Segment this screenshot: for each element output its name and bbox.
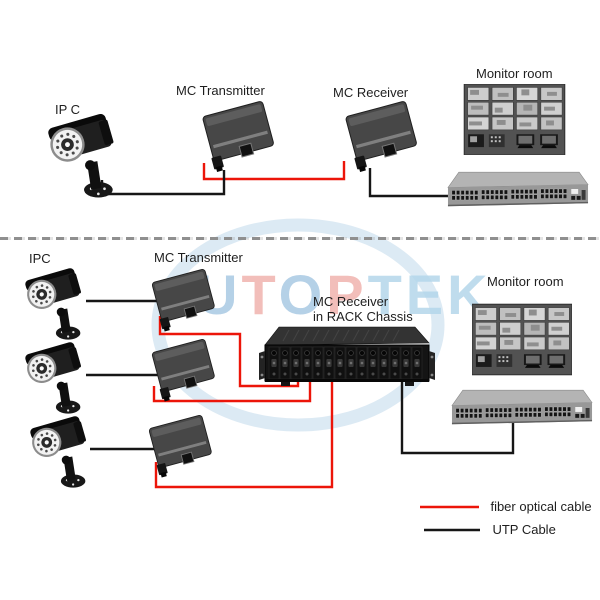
fiber-cable-3 bbox=[154, 381, 334, 489]
legend-utp-label: UTP Cable bbox=[492, 521, 556, 537]
ip-camera-2 bbox=[22, 342, 84, 415]
fiber-cable-1 bbox=[158, 316, 300, 388]
rack-chassis bbox=[258, 326, 436, 388]
section-divider bbox=[0, 237, 600, 240]
mc-transmitter-3 bbox=[146, 414, 215, 479]
monitor-wall-bottom bbox=[472, 303, 572, 376]
mc-transmitter-1 bbox=[149, 268, 218, 333]
label-monitor-room-top: Monitor room bbox=[476, 66, 553, 81]
legend-fiber-label: fiber optical cable bbox=[490, 498, 592, 514]
label-monitor-room-bottom: Monitor room bbox=[487, 274, 564, 289]
label-rack-receiver-line2: in RACK Chassis bbox=[313, 309, 413, 324]
mc-transmitter-top bbox=[199, 100, 278, 173]
watermark-letter: T bbox=[241, 263, 279, 326]
ip-camera-top bbox=[45, 114, 117, 199]
legend-fiber: fiber optical cable bbox=[418, 498, 592, 516]
watermark-letter: O bbox=[278, 263, 327, 326]
ip-camera-3 bbox=[27, 416, 89, 489]
legend-utp: UTP Cable bbox=[422, 521, 556, 539]
fiber-cable-2 bbox=[152, 379, 312, 403]
mc-receiver-top bbox=[342, 100, 421, 173]
label-mc-transmitter-top: MC Transmitter bbox=[176, 83, 265, 98]
fiber-cable-top bbox=[202, 161, 346, 181]
utp-cable-swatch-icon bbox=[424, 528, 480, 531]
label-mc-receiver-top: MC Receiver bbox=[333, 85, 409, 100]
network-switch-top bbox=[446, 169, 590, 209]
label-ip-camera-top: IP C bbox=[55, 102, 81, 117]
ip-camera-1 bbox=[22, 268, 84, 341]
label-rack-receiver-line1: MC Receiver bbox=[313, 294, 389, 309]
network-switch-bottom bbox=[450, 387, 594, 427]
watermark-letter: E bbox=[405, 263, 448, 326]
label-ipc-bottom: IPC bbox=[29, 251, 51, 266]
watermark-letter: T bbox=[367, 263, 406, 326]
fiber-cable-swatch-icon bbox=[420, 505, 479, 508]
mc-transmitter-2 bbox=[149, 338, 218, 403]
monitor-wall-top bbox=[463, 84, 566, 155]
watermark-letter: P bbox=[326, 263, 368, 326]
utp-cable-rack-switch bbox=[400, 380, 515, 455]
label-rack-receiver: MC Receiver in RACK Chassis bbox=[313, 294, 413, 324]
utp-cable-top-switch bbox=[368, 168, 449, 198]
watermark-utoptek-text: UTOPTEK bbox=[197, 262, 492, 327]
label-mc-transmitter-bottom: MC Transmitter bbox=[154, 250, 243, 265]
